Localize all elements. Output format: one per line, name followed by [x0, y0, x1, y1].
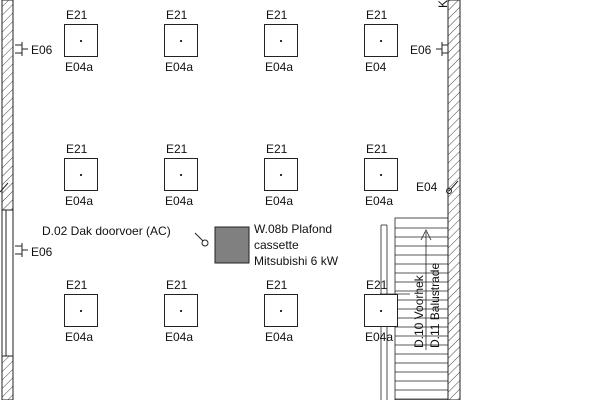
fixture-code-top: E21 — [366, 142, 388, 156]
fixture-code-bottom: E04a — [165, 330, 194, 344]
socket-symbol-left-mid — [15, 243, 28, 257]
fixture-center-mark — [180, 174, 182, 176]
socket-label-left-top: E06 — [31, 43, 53, 57]
fixture-code-bottom: E04a — [265, 330, 294, 344]
ceiling-light-fixture — [364, 24, 398, 57]
switch-symbol — [446, 180, 459, 194]
fixture-code-bottom: E04 — [365, 60, 387, 74]
fixture-code-bottom: E04a — [165, 194, 194, 208]
duct-leader — [194, 232, 204, 242]
fixture-code-top: E21 — [266, 8, 288, 22]
right-wall — [447, 0, 461, 400]
stair-label-balustrade: D.11 Balustrade — [428, 262, 442, 348]
ceiling-light-fixture — [164, 294, 198, 327]
ceiling-light-fixture — [364, 158, 398, 191]
ceiling-light-fixture — [64, 158, 98, 191]
fixture-code-top: E21 — [366, 8, 388, 22]
fixture-code-top: E21 — [166, 278, 188, 292]
duct-label: D.02 Dak doorvoer (AC) — [42, 224, 171, 238]
stair-label-voorhek: D.10 Voorhek — [412, 275, 426, 348]
fixture-code-top: E21 — [166, 8, 188, 22]
corner-label: K — [436, 0, 450, 8]
ceiling-light-fixture — [164, 158, 198, 191]
fixture-code-top: E21 — [66, 142, 88, 156]
fixture-code-bottom: E04a — [265, 194, 294, 208]
fixture-center-mark — [380, 40, 382, 42]
duct-symbol — [201, 239, 209, 247]
ceiling-light-fixture — [264, 24, 298, 57]
socket-symbol-left-top — [15, 42, 28, 56]
fixture-code-bottom: E04a — [65, 60, 94, 74]
fixture-center-mark — [80, 174, 82, 176]
fixture-center-mark — [280, 310, 282, 312]
ceiling-light-fixture — [264, 158, 298, 191]
ac-label-line3: Mitsubishi 6 kW — [254, 254, 339, 268]
fixture-code-bottom: E04a — [365, 194, 394, 208]
fixture-code-bottom: E04a — [265, 60, 294, 74]
fixture-center-mark — [280, 40, 282, 42]
fixture-center-mark — [180, 310, 182, 312]
ceiling-light-fixture — [264, 294, 298, 327]
fixture-center-mark — [80, 310, 82, 312]
ac-label-line2: cassette — [254, 238, 299, 252]
fixture-code-top: E21 — [66, 278, 88, 292]
fixture-center-mark — [380, 174, 382, 176]
left-wall-switch — [0, 182, 9, 193]
fixture-code-bottom: E04a — [65, 330, 94, 344]
ac-label-line1: W.08b Plafond — [254, 222, 333, 236]
socket-label-left-mid: E06 — [31, 245, 53, 259]
fixture-code-bottom: E04a — [165, 60, 194, 74]
fixture-center-mark — [180, 40, 182, 42]
left-wall — [1, 0, 14, 400]
ceiling-light-fixture — [64, 24, 98, 57]
fixture-code-top: E21 — [266, 278, 288, 292]
fixture-code-top: E21 — [66, 8, 88, 22]
fixture-code-top: E21 — [366, 278, 388, 292]
ceiling-light-fixture — [164, 24, 198, 57]
fixture-center-mark — [80, 40, 82, 42]
fixture-center-mark — [280, 174, 282, 176]
socket-symbol-right-top — [436, 42, 448, 56]
fixture-code-top: E21 — [166, 142, 188, 156]
ceiling-light-fixture — [64, 294, 98, 327]
fixture-code-bottom: E04a — [365, 330, 394, 344]
fixture-code-bottom: E04a — [65, 194, 94, 208]
switch-label: E04 — [416, 180, 438, 194]
socket-label-right-top: E06 — [410, 43, 432, 57]
fixture-code-top: E21 — [266, 142, 288, 156]
ac-cassette — [214, 226, 250, 264]
ceiling-light-fixture — [364, 294, 398, 327]
fixture-center-mark — [380, 310, 382, 312]
